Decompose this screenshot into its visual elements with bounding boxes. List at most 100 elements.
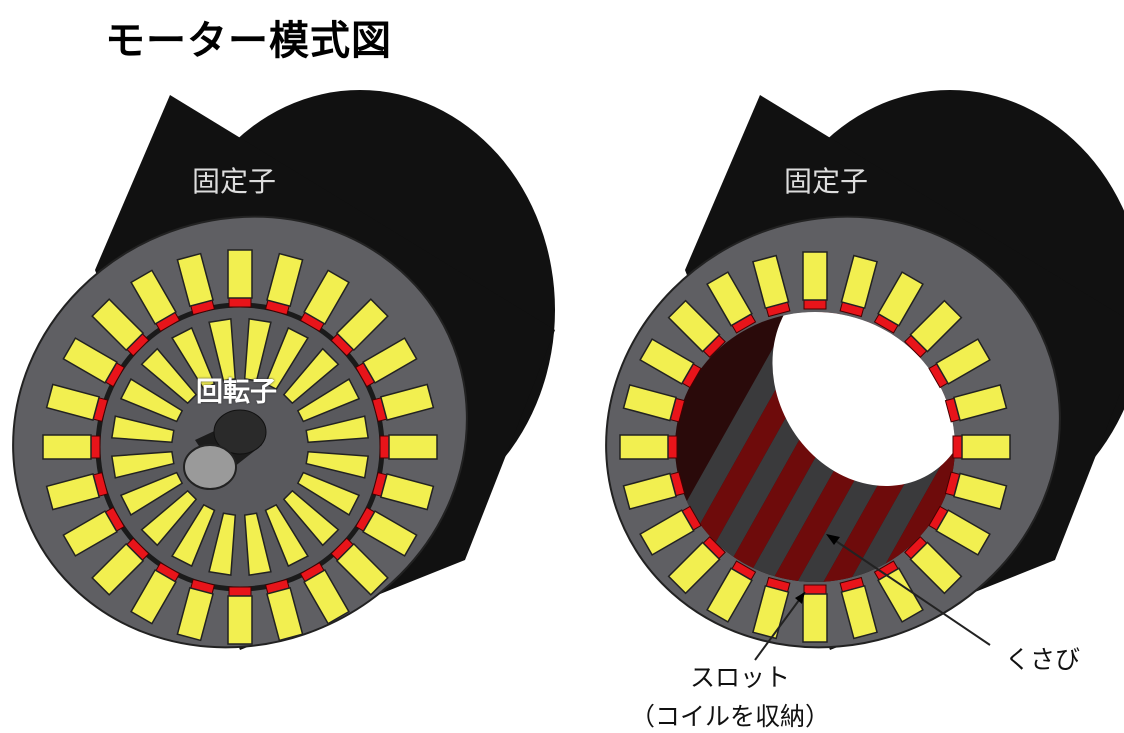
stator-slot (42, 434, 101, 460)
stator-slot (371, 383, 435, 423)
stator-slot (873, 271, 924, 334)
coil (840, 254, 878, 310)
wedge (952, 435, 963, 459)
wedge-arrow (829, 536, 991, 646)
stator-slot (952, 434, 1011, 460)
coil (362, 337, 418, 384)
coil (91, 298, 145, 352)
coil (388, 434, 438, 460)
stator-slot (227, 249, 253, 308)
coil (622, 384, 678, 422)
coil (909, 541, 963, 595)
stator-slot (176, 252, 216, 316)
left-stator-slots (42, 249, 438, 645)
rotor-slot (296, 471, 361, 516)
coil (935, 509, 991, 556)
stator-slot (130, 269, 181, 332)
coil (877, 567, 924, 623)
stator-slot (227, 586, 253, 645)
wedge (90, 435, 101, 459)
coil (909, 299, 963, 353)
coil (752, 254, 790, 310)
shaft-end (183, 444, 237, 490)
coil (45, 473, 101, 511)
stator-slot (622, 384, 686, 423)
coil (622, 472, 678, 510)
wedge (228, 297, 252, 308)
coil (379, 383, 435, 421)
stator-slot (706, 560, 757, 623)
stator-slot (619, 434, 678, 460)
stator-slot (264, 252, 304, 316)
coil (667, 299, 721, 353)
stator-slot (667, 536, 726, 595)
stator-slot (873, 560, 924, 623)
shaft (183, 409, 267, 490)
coil (706, 271, 753, 327)
coil (639, 338, 695, 385)
coil (935, 338, 991, 385)
wedge (803, 584, 827, 595)
rotor-slot (305, 415, 370, 444)
rotor-slot (171, 326, 216, 391)
coil (362, 510, 418, 557)
coil (840, 584, 878, 640)
wedge (228, 586, 252, 597)
coil (42, 434, 92, 460)
stator-slot (355, 506, 418, 557)
left-stator-label: 固定子 (192, 165, 277, 198)
rotor-slot (110, 450, 175, 479)
rotor-slot (119, 378, 184, 423)
stator-slot (45, 471, 109, 511)
stator-slot (639, 505, 702, 556)
rotor-slot (264, 503, 309, 568)
coil (379, 473, 435, 511)
stator-slot (299, 269, 350, 332)
coil (176, 586, 214, 642)
coil (45, 383, 101, 421)
rotor-slot (208, 512, 237, 577)
coil (639, 509, 695, 556)
rotor-slot (296, 378, 361, 423)
stator-slot (62, 506, 125, 557)
coil (266, 586, 304, 642)
rotor-label: 回転子 (196, 377, 277, 408)
coil (952, 472, 1008, 510)
callout-arrows (754, 534, 991, 661)
rotor-slot (243, 512, 272, 577)
stator-slot (130, 562, 181, 625)
wedge (379, 435, 390, 459)
coil (130, 269, 177, 325)
right-stator-slots (619, 251, 1011, 643)
coil (706, 567, 753, 623)
rotor-slot (305, 450, 370, 479)
coil (802, 593, 828, 643)
coil (802, 251, 828, 301)
coil (62, 510, 118, 557)
coil (227, 595, 253, 645)
coil (266, 252, 304, 308)
stator-slot (706, 271, 757, 334)
coil (227, 249, 253, 299)
coil (91, 542, 145, 596)
rotor-slot (171, 503, 216, 568)
rotor-slot (264, 326, 309, 391)
stator-slot (91, 537, 150, 596)
rotor-slot (243, 317, 272, 382)
stator-slot (944, 384, 1008, 423)
stator-slot (667, 299, 726, 358)
coil (667, 541, 721, 595)
stator-slot (622, 471, 686, 510)
coil (62, 337, 118, 384)
rotor-slot (119, 471, 184, 516)
wedge (803, 299, 827, 310)
stator-slot (330, 298, 389, 357)
slot-label: スロット (690, 663, 791, 692)
stator-slot (802, 251, 828, 310)
stator-slot (904, 536, 963, 595)
coil (877, 271, 924, 327)
stator-slot (91, 298, 150, 357)
wedge-label: くさび (1005, 645, 1081, 674)
coil (619, 434, 669, 460)
stator-slot (928, 505, 991, 556)
